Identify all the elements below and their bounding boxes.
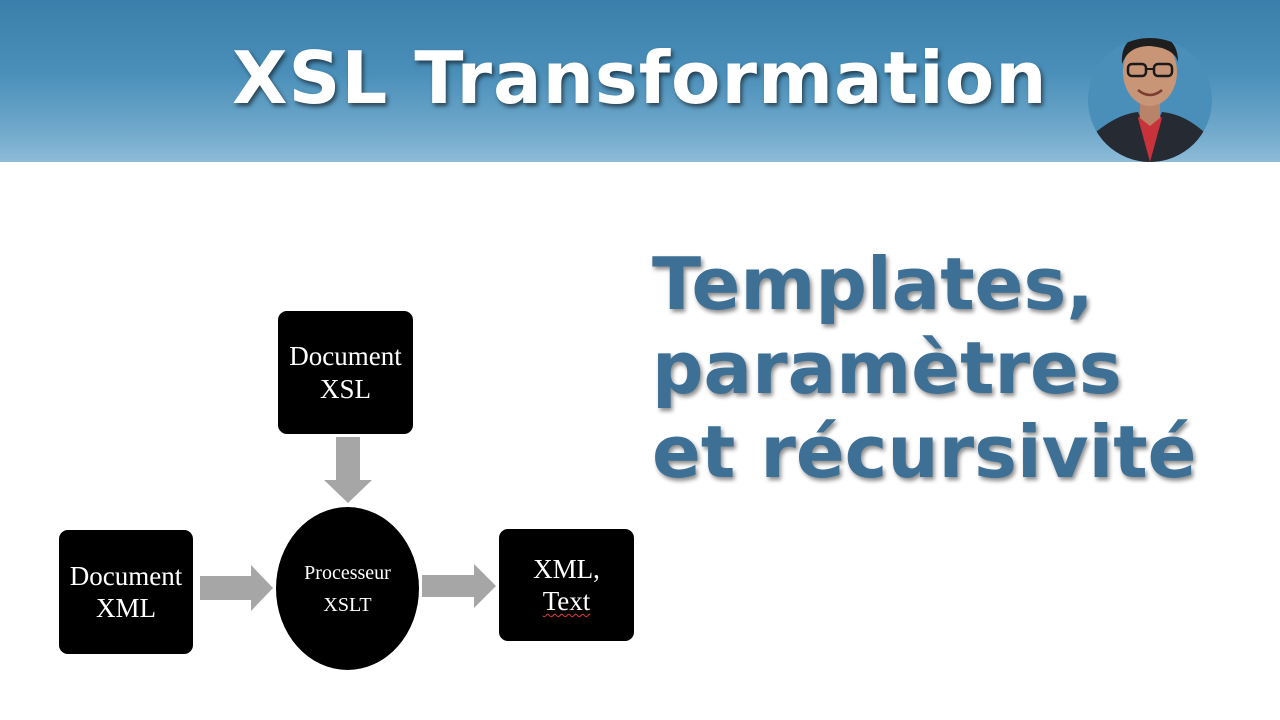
arrow-xml-to-processor — [200, 565, 273, 611]
title-banner: XSL Transformation — [0, 0, 1280, 162]
box-label: Text — [542, 586, 591, 616]
box-label: XML — [96, 593, 156, 623]
xml-document-box: Document XML — [59, 530, 193, 654]
box-label: Document — [289, 341, 402, 372]
box-label: Document — [69, 560, 183, 591]
arrow-xsl-to-processor — [324, 437, 372, 503]
processor-label: XSLT — [323, 593, 372, 616]
xsl-document-box: Document XSL — [278, 311, 413, 434]
slide-subtitle: Templates, paramètres et récursivité — [652, 242, 1197, 494]
box-label: XML, — [533, 553, 600, 584]
slide-title: XSL Transformation — [232, 36, 1048, 120]
xslt-processor-node: Processeur XSLT — [276, 507, 419, 670]
subtitle-line: paramètres — [652, 326, 1122, 410]
subtitle-line: Templates, — [652, 242, 1094, 326]
presenter-avatar — [1088, 38, 1212, 162]
arrow-processor-to-output — [422, 564, 496, 608]
processor-label: Processeur — [304, 561, 391, 584]
box-label: XSL — [319, 373, 371, 404]
subtitle-line: et récursivité — [652, 410, 1197, 494]
output-box: XML, Text — [499, 529, 634, 641]
